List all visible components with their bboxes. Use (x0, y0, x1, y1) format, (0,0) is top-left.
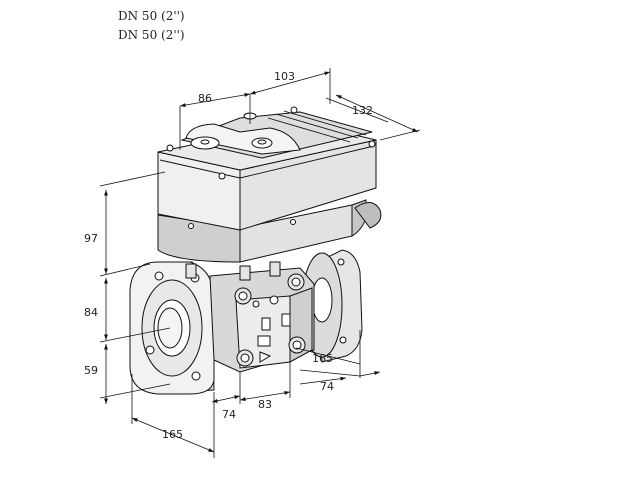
dim-label-165-bottom: 165 (162, 428, 183, 441)
dimension-labels: 86 103 132 97 84 59 165 74 83 74 165 (84, 70, 373, 441)
dim-label-74-right: 74 (320, 380, 334, 393)
actuator-skirt (157, 199, 382, 263)
actuator-housing (157, 106, 377, 231)
dim-label-74-left: 74 (222, 408, 236, 421)
left-flange (129, 261, 215, 395)
header-line-1: DN 50 (2'') (118, 9, 185, 23)
dim-label-132: 132 (352, 104, 373, 117)
dim-label-86: 86 (198, 92, 212, 105)
dim-label-97: 97 (84, 232, 98, 245)
dim-label-165-right: 165 (312, 352, 333, 365)
dim-label-84: 84 (84, 306, 98, 319)
dim-label-103: 103 (274, 70, 295, 83)
header-line-2: DN 50 (2'') (118, 28, 185, 42)
dim-label-59: 59 (84, 364, 98, 377)
dim-label-83: 83 (258, 398, 272, 411)
valve-body (185, 261, 315, 373)
dimension-lines (99, 68, 421, 458)
